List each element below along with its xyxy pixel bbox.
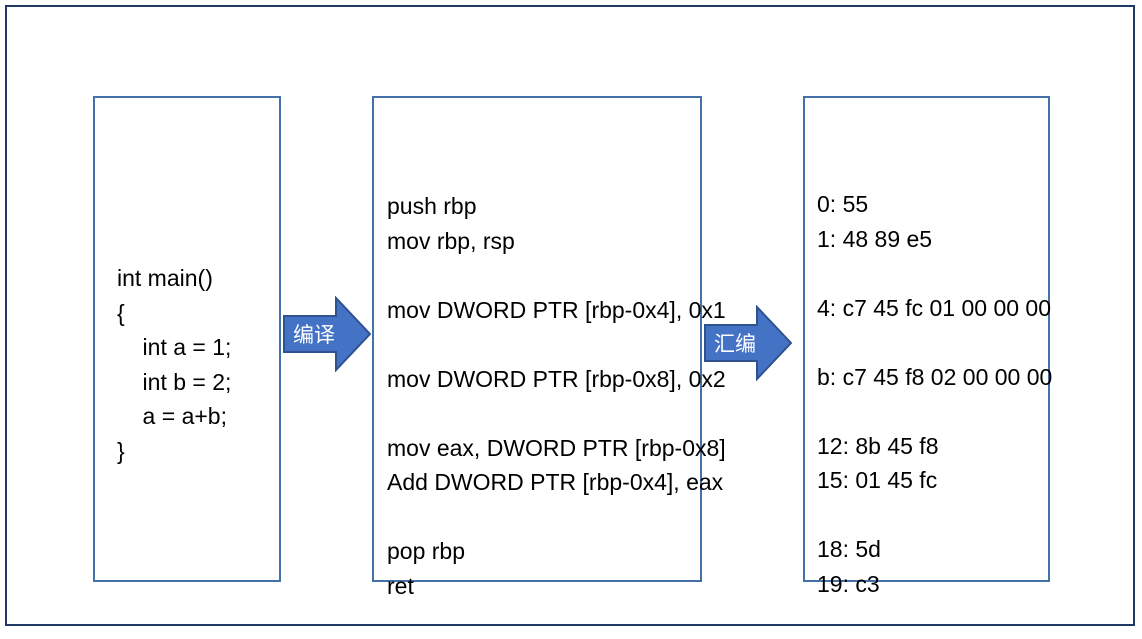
assemble-arrow: 汇编 [704,305,792,381]
arrow-right-icon [704,305,792,381]
compile-arrow: 编译 [283,296,371,372]
source-code-text: int main() { int a = 1; int b = 2; a = a… [117,265,232,464]
assembly-code-box: push rbp mov rbp, rsp mov DWORD PTR [rbp… [372,96,726,599]
arrow-right-icon [283,296,371,372]
machine-code-box: 0: 55 1: 48 89 e5 4: c7 45 fc 01 00 00 0… [803,96,1052,597]
source-code-box: int main() { int a = 1; int b = 2; a = a… [93,96,281,582]
slide-frame: int main() { int a = 1; int b = 2; a = a… [5,5,1135,626]
assembly-code-text: push rbp mov rbp, rsp mov DWORD PTR [rbp… [387,193,726,599]
machine-code-text: 0: 55 1: 48 89 e5 4: c7 45 fc 01 00 00 0… [817,191,1053,597]
